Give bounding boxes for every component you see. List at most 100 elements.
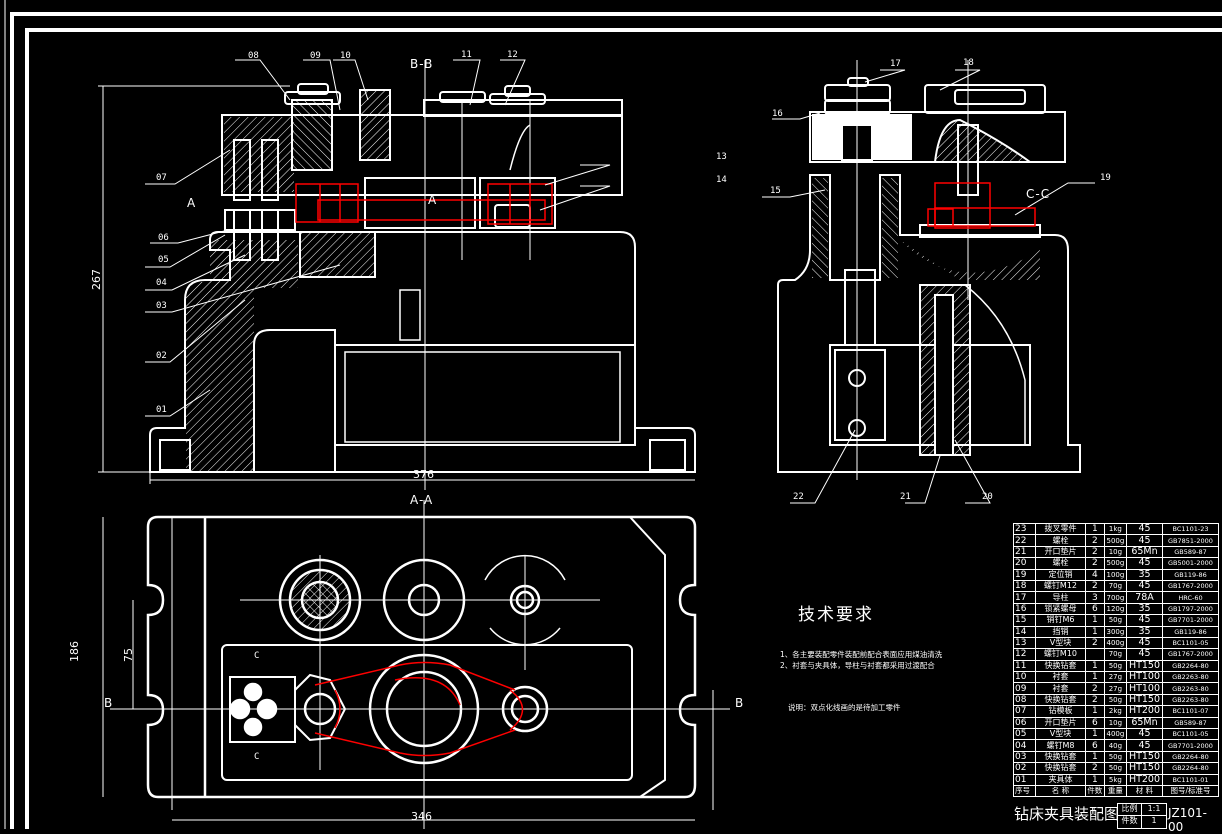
parts-list-cell-weight: 500g xyxy=(1103,557,1127,570)
parts-list-cell-weight: 100g xyxy=(1103,568,1127,581)
parts-list-header-qty: 件数 xyxy=(1084,784,1105,798)
parts-list-header-weight: 重量 xyxy=(1103,784,1127,798)
parts-list-cell-name: 螺钉M10 xyxy=(1035,648,1086,661)
parts-list-cell-standard: GB119-86 xyxy=(1161,625,1220,638)
parts-list-header: 序号名 称件数重量材 料图号/标准号 xyxy=(1012,784,1220,798)
parts-list-cell-weight: 50g xyxy=(1103,659,1127,673)
callout-21: 21 xyxy=(900,492,911,502)
parts-list-cell-no: 17 xyxy=(1012,591,1037,604)
parts-list-cell-weight: 1kg xyxy=(1103,522,1127,536)
parts-list-cell-weight: 27g xyxy=(1103,671,1127,684)
parts-list-cell-weight: 27g xyxy=(1103,682,1127,695)
section-marker-c-top: C xyxy=(254,651,260,661)
callout-19: 19 xyxy=(1100,173,1111,183)
parts-list-cell-standard: GB1767-2000 xyxy=(1161,648,1220,661)
parts-list-cell-qty: 1 xyxy=(1084,728,1105,741)
parts-list-cell-qty: 1 xyxy=(1084,614,1105,627)
callout-14: 14 xyxy=(716,175,727,185)
fixture-body-hatch xyxy=(186,282,254,472)
section-label-bb: B-B xyxy=(410,57,434,71)
parts-list-cell-material: HT150 xyxy=(1125,750,1163,764)
drawing-title: 钻床夹具装配图 xyxy=(1014,805,1120,823)
fixture-body-outline xyxy=(149,231,696,473)
parts-list-cell-standard: GB589-87 xyxy=(1161,545,1220,559)
parts-list-cell-material: 65Mn xyxy=(1125,716,1163,730)
parts-list-cell-qty: 2 xyxy=(1084,682,1105,695)
parts-list-cell-qty: 2 xyxy=(1084,557,1105,570)
parts-list-cell-no: 06 xyxy=(1012,716,1037,730)
workpiece-plan xyxy=(314,661,524,757)
parts-list-cell-no: 23 xyxy=(1012,522,1037,536)
parts-list-cell-no: 15 xyxy=(1012,614,1037,627)
parts-list-cell-no: 19 xyxy=(1012,568,1037,581)
parts-list-cell-material: 45 xyxy=(1125,739,1163,752)
parts-list-cell-name: 挡销 xyxy=(1035,625,1086,638)
parts-list-cell-name: 钻模板 xyxy=(1035,705,1086,718)
section-label-cc: C-C xyxy=(1026,187,1051,201)
parts-list-cell-qty: 2 xyxy=(1084,636,1105,650)
front-section-view xyxy=(149,60,696,490)
parts-list-cell-name: 螺栓 xyxy=(1035,534,1086,547)
callout-03: 03 xyxy=(156,301,167,311)
parts-list-cell-qty: 2 xyxy=(1084,579,1105,593)
section-marker-b-left: B xyxy=(104,696,114,710)
parts-list-cell-weight: 40g xyxy=(1103,739,1127,752)
parts-list-cell-material: 65Mn xyxy=(1125,545,1163,559)
parts-list-cell-name: V型块 xyxy=(1035,636,1086,650)
parts-list-cell-weight: 120g xyxy=(1103,602,1127,616)
parts-list-cell-weight: 50g xyxy=(1103,693,1127,707)
technical-requirements-title: 技术要求 xyxy=(798,605,874,625)
parts-list-cell-weight: 2kg xyxy=(1103,705,1127,718)
parts-list-cell-material: 45 xyxy=(1125,522,1163,536)
parts-list-cell-material: 45 xyxy=(1125,534,1163,547)
callout-18: 18 xyxy=(963,58,974,68)
parts-list-cell-standard: GB1797-2000 xyxy=(1161,602,1220,616)
parts-list-cell-qty: 6 xyxy=(1084,716,1105,730)
parts-list-cell-qty xyxy=(1084,648,1105,661)
parts-list-cell-qty: 1 xyxy=(1084,625,1105,638)
parts-list-cell-name: V型块 xyxy=(1035,728,1086,741)
parts-list-header-name: 名 称 xyxy=(1035,784,1086,798)
technical-requirement-1: 1、各主要装配零件装配前配合表面应用煤油清洗 xyxy=(780,650,943,659)
callout-01: 01 xyxy=(156,405,167,415)
parts-list-cell-standard: GB7701-2000 xyxy=(1161,614,1220,627)
parts-list-header-standard: 图号/标准号 xyxy=(1161,784,1220,798)
parts-list-cell-name: 定位销 xyxy=(1035,568,1086,581)
parts-list-cell-name: 导柱 xyxy=(1035,591,1086,604)
parts-list-cell-no: 22 xyxy=(1012,534,1037,547)
dimension-plan-height: 186 xyxy=(68,641,81,662)
dimension-plan-offset: 75 xyxy=(122,648,135,662)
parts-list-cell-qty: 1 xyxy=(1084,705,1105,718)
parts-list-cell-material: HT150 xyxy=(1125,659,1163,673)
parts-list-cell-qty: 1 xyxy=(1084,773,1105,787)
parts-list-cell-weight: 50g xyxy=(1103,750,1127,764)
parts-list-cell-standard: BC1101-23 xyxy=(1161,522,1220,536)
parts-list-cell-material: 35 xyxy=(1125,568,1163,581)
parts-list-cell-standard: GB2263-80 xyxy=(1161,671,1220,684)
parts-list-cell-no: 21 xyxy=(1012,545,1037,559)
sheet-border xyxy=(4,0,1222,829)
parts-list-cell-material: 45 xyxy=(1125,648,1163,661)
parts-list-cell-standard: GB7701-2000 xyxy=(1161,739,1220,752)
plan-outline xyxy=(146,515,697,799)
parts-list-cell-standard: BC1101-07 xyxy=(1161,705,1220,718)
parts-list-cell-name: 夹具体 xyxy=(1035,773,1086,787)
dimension-front-width: 376 xyxy=(413,468,434,481)
parts-list-cell-qty: 2 xyxy=(1084,545,1105,559)
parts-list-cell-standard: HRC-60 xyxy=(1161,591,1220,604)
parts-list-cell-qty: 2 xyxy=(1084,534,1105,547)
parts-list-cell-no: 05 xyxy=(1012,728,1037,741)
section-label-aa: A-A xyxy=(410,493,434,507)
callout-06: 06 xyxy=(158,233,169,243)
